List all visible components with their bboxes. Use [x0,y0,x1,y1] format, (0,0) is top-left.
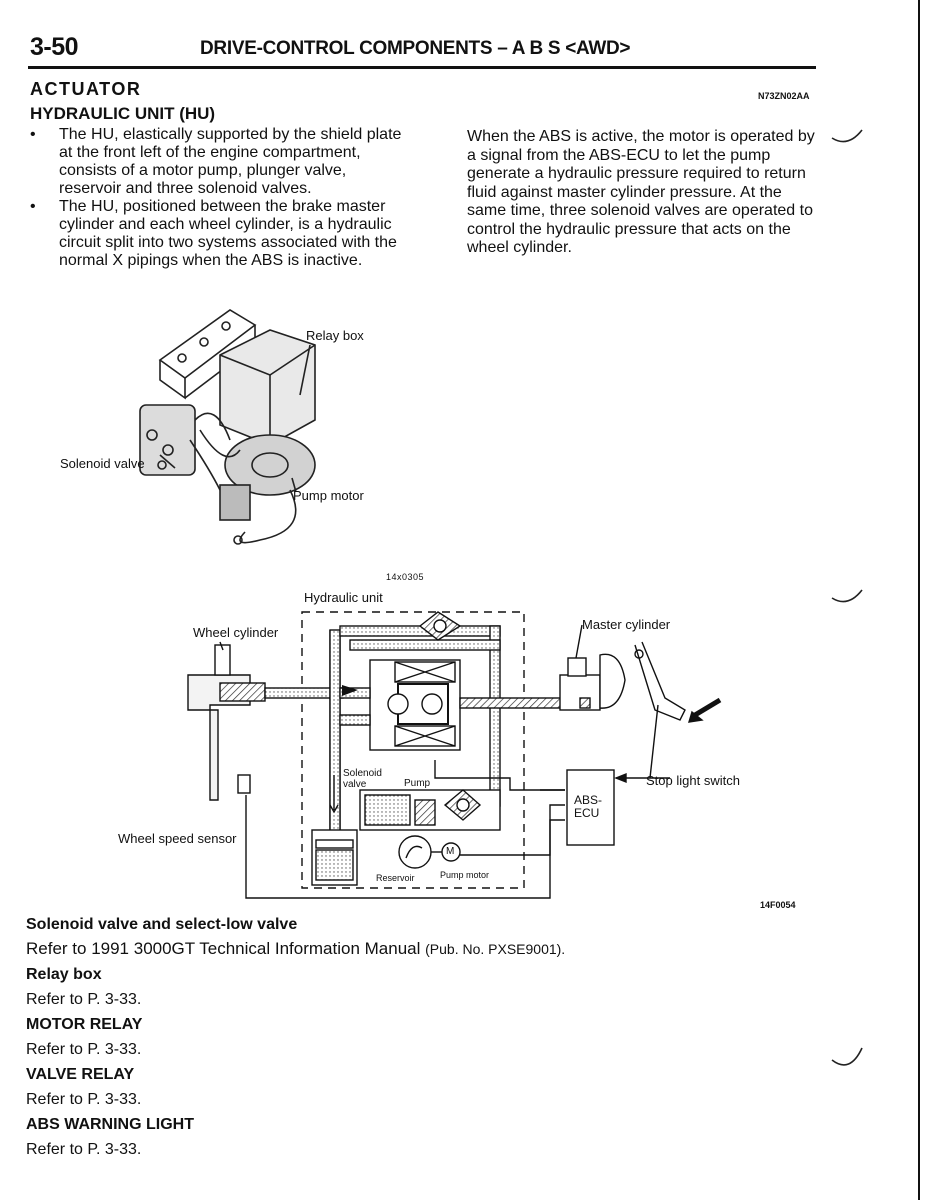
page-edge-line [918,0,920,1200]
section-title: ACTUATOR [30,79,142,99]
hydraulic-circuit-diagram [187,611,722,899]
label-pump-motor-diagram: Pump motor [440,870,490,880]
binding-mark [831,1047,863,1066]
bullet-item: •The HU, positioned between the brake ma… [30,198,397,269]
label-solenoid-valve: Solenoid valve [60,456,145,471]
heading-valve-relay: VALVE RELAY [26,1066,135,1083]
label-relay-box: Relay box [306,328,364,343]
page-number: 3-50 [30,33,79,61]
text-valve-relay: Refer to P. 3-33. [26,1091,142,1108]
label-reservoir: Reservoir [376,873,415,883]
text-relay-box: Refer to P. 3-33. [26,991,142,1008]
section-code: N73ZN02AA [758,91,810,101]
text-solenoid-valve: Refer to 1991 3000GT Technical Informati… [26,939,566,958]
heading-relay-box: Relay box [26,966,102,983]
section-subtitle: HYDRAULIC UNIT (HU) [30,104,216,123]
text-abs-warning-light: Refer to P. 3-33. [26,1141,142,1158]
label-pump: Pump [404,778,431,789]
label-pump-motor: Pump motor [293,488,364,503]
header-rule [28,66,816,69]
label-stop-light-switch: Stop light switch [646,773,740,788]
label-hydraulic-unit: Hydraulic unit [304,590,383,605]
heading-motor-relay: MOTOR RELAY [26,1016,143,1033]
label-wheel-cylinder: Wheel cylinder [193,625,279,640]
heading-abs-warning-light: ABS WARNING LIGHT [26,1116,194,1133]
heading-solenoid-valve: Solenoid valve and select-low valve [26,916,298,933]
binding-mark [831,589,863,603]
label-wheel-speed-sensor: Wheel speed sensor [118,831,237,846]
bullet-list: •The HU, elastically supported by the sh… [30,126,410,270]
figure1-number: 14x0305 [386,572,425,582]
label-master-cylinder: Master cylinder [582,617,671,632]
figure2-number: 14F0054 [760,900,796,910]
text-motor-relay: Refer to P. 3-33. [26,1041,142,1058]
page-header-title: DRIVE-CONTROL COMPONENTS – A B S <AWD> [200,38,631,59]
binding-mark [831,129,863,143]
motor-symbol: M [446,846,455,857]
hydraulic-unit-illustration [139,309,316,545]
bullet-item: •The HU, elastically supported by the sh… [30,126,402,197]
label-abs-ecu: ABS-ECU [574,793,603,820]
right-paragraph: When the ABS is active, the motor is ope… [467,128,815,256]
